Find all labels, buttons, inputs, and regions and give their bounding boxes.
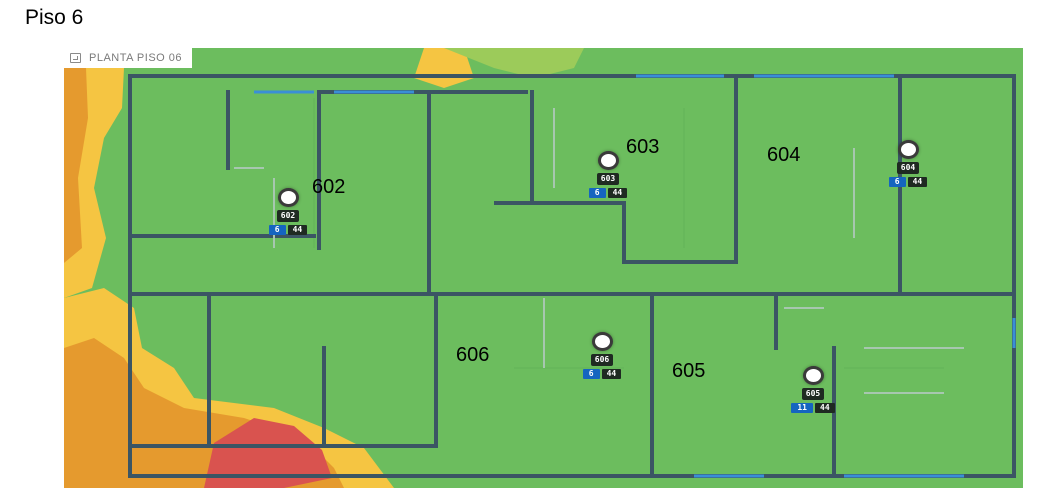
- ap-name-tag: 602: [276, 210, 300, 222]
- access-point-605[interactable]: 605 11 44: [783, 366, 843, 413]
- plan-header: PLANTA PISO 06: [64, 48, 193, 68]
- ap-name-tag: 603: [596, 173, 620, 185]
- coverage-medium-zone-top-left: [64, 68, 88, 263]
- ap-stats: 6 44: [582, 369, 622, 379]
- page-title: Piso 6: [25, 6, 84, 29]
- coverage-weak-zone-top-mid: [444, 48, 584, 78]
- access-point-icon[interactable]: [277, 188, 299, 207]
- ap-stats: 6 44: [268, 225, 308, 235]
- ap-stats: 6 44: [888, 177, 928, 187]
- ap-power-badge: 44: [287, 225, 308, 235]
- access-point-icon[interactable]: [802, 366, 824, 385]
- access-point-606[interactable]: 606 6 44: [572, 332, 632, 379]
- room-label-603: 603: [626, 136, 660, 158]
- heatmap-layer: [64, 48, 1023, 488]
- ap-channel-badge: 11: [791, 403, 813, 413]
- room-label-604: 604: [767, 144, 801, 166]
- ap-power-badge: 44: [815, 403, 835, 413]
- ap-channel-badge: 6: [268, 225, 286, 235]
- ap-channel-badge: 6: [888, 177, 906, 187]
- ap-power-badge: 44: [907, 177, 928, 187]
- access-point-603[interactable]: 603 6 44: [578, 151, 638, 198]
- ap-power-badge: 44: [601, 369, 622, 379]
- coverage-poor-zone: [204, 418, 332, 488]
- plan-header-label: PLANTA PISO 06: [89, 52, 183, 64]
- ap-stats: 6 44: [588, 188, 628, 198]
- ap-stats: 11 44: [791, 403, 835, 413]
- floor-plan-icon: [70, 53, 81, 63]
- room-label-605: 605: [672, 360, 706, 382]
- access-point-602[interactable]: 602 6 44: [258, 188, 318, 235]
- ap-channel-badge: 6: [588, 188, 606, 198]
- ap-name-tag: 604: [896, 162, 920, 174]
- ap-name-tag: 606: [590, 354, 614, 366]
- access-point-604[interactable]: 604 6 44: [878, 140, 938, 187]
- floor-plan-map[interactable]: PLANTA PISO 06 602 603 604 606 605 602 6…: [64, 48, 1023, 488]
- ap-channel-badge: 6: [582, 369, 600, 379]
- access-point-icon[interactable]: [597, 151, 619, 170]
- ap-name-tag: 605: [801, 388, 825, 400]
- access-point-icon[interactable]: [897, 140, 919, 159]
- room-label-606: 606: [456, 344, 490, 366]
- ap-power-badge: 44: [607, 188, 628, 198]
- access-point-icon[interactable]: [591, 332, 613, 351]
- wall-outline: [128, 74, 1016, 478]
- room-label-602: 602: [312, 176, 346, 198]
